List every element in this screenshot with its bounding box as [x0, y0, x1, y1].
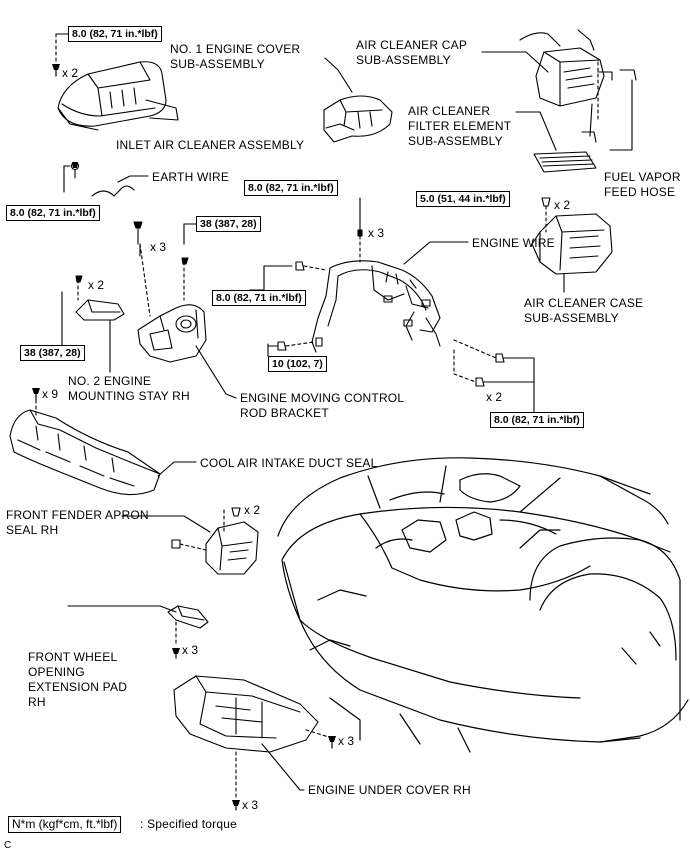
engine-under-cover-part	[173, 675, 319, 753]
label-engine-wire: ENGINE WIRE	[472, 236, 555, 250]
legend-torque-box: N*m (kgf*cm, ft.*lbf)	[8, 816, 122, 833]
torque-box-stay-lower: 38 (387, 28)	[20, 345, 85, 361]
label-engine-moving-control-rod-bracket: ENGINE MOVING CONTROL ROD BRACKET	[240, 391, 405, 420]
label-filter-element: AIR CLEANER FILTER ELEMENT SUB-ASSEMBLY	[408, 104, 512, 148]
corner-code: C	[4, 840, 12, 851]
bolt-icons	[32, 64, 336, 806]
label-air-cleaner-case: AIR CLEANER CASE SUB-ASSEMBLY	[524, 296, 644, 325]
label-front-wheel-opening-pad: FRONT WHEEL OPENING EXTENSION PAD RH	[28, 650, 128, 709]
qty-fender: x 2	[244, 503, 261, 517]
qty-duct-seal: x 9	[42, 387, 59, 401]
wheel-opening-pad-part	[167, 605, 209, 629]
engine-cover-part	[323, 95, 393, 143]
torque-box-earth-wire: 8.0 (82, 71 in.*lbf)	[6, 205, 100, 221]
qty-under-bottom: x 3	[242, 798, 259, 812]
label-cool-air-intake-duct-seal: COOL AIR INTAKE DUCT SEAL	[200, 456, 378, 470]
qty-lower-right: x 2	[486, 390, 503, 404]
label-no1-engine-cover: NO. 1 ENGINE COVER SUB-ASSEMBLY	[170, 42, 301, 71]
torque-box-inlet: 8.0 (82, 71 in.*lbf)	[68, 26, 162, 42]
torque-box-stay-upper: 38 (387, 28)	[196, 216, 261, 232]
label-earth-wire: EARTH WIRE	[152, 170, 230, 184]
rod-bracket-part	[137, 304, 207, 363]
qty-wheel-pad: x 3	[182, 643, 199, 657]
label-inlet-air-cleaner: INLET AIR CLEANER ASSEMBLY	[116, 138, 305, 152]
qty-case: x 2	[554, 198, 571, 212]
filter-element-part	[533, 151, 597, 173]
qty-stay: x 2	[88, 278, 105, 292]
label-air-cleaner-cap: AIR CLEANER CAP SUB-ASSEMBLY	[356, 38, 468, 67]
label-no2-mounting-stay: NO. 2 ENGINE MOUNTING STAY RH	[68, 374, 190, 403]
air-cleaner-cap-part	[519, 29, 605, 107]
engine-wire-part	[311, 260, 441, 353]
torque-box-lower-right: 8.0 (82, 71 in.*lbf)	[490, 412, 584, 428]
qty-stay-bolts: x 3	[150, 240, 167, 254]
legend-text: : Specified torque	[140, 817, 237, 831]
torque-box-wire-left: 8.0 (82, 71 in.*lbf)	[212, 290, 306, 306]
fender-apron-seal-part	[205, 521, 259, 575]
qty-wire-top: x 3	[368, 226, 385, 240]
torque-box-wire-bottom: 10 (102, 7)	[268, 356, 327, 372]
inlet-air-cleaner-part	[57, 61, 179, 131]
mounting-stay-part	[75, 299, 125, 321]
label-front-fender-apron-seal: FRONT FENDER APRON SEAL RH	[6, 508, 149, 537]
qty-inlet: x 2	[62, 66, 79, 80]
label-fuel-vapor-hose: FUEL VAPOR FEED HOSE	[604, 170, 681, 199]
torque-box-wire-top: 8.0 (82, 71 in.*lbf)	[244, 180, 338, 196]
air-cleaner-case-part	[531, 213, 613, 275]
torque-box-case: 5.0 (51, 44 in.*lbf)	[416, 191, 510, 207]
cool-air-duct-seal-part	[9, 409, 161, 496]
vehicle-outline	[277, 457, 689, 753]
qty-under-right: x 3	[338, 734, 355, 748]
label-engine-under-cover: ENGINE UNDER COVER RH	[308, 783, 471, 797]
